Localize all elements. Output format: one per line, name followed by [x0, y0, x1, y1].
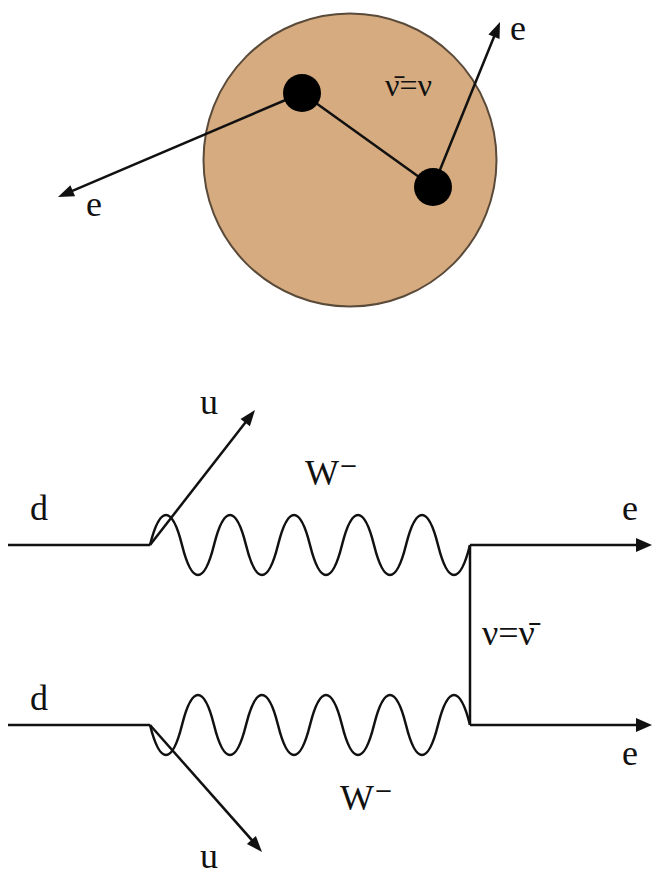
quark-line	[150, 725, 258, 847]
arrow-head	[58, 185, 75, 197]
boson-label: W⁻	[305, 455, 358, 491]
electron-line	[470, 724, 644, 727]
arrow-head	[488, 22, 500, 39]
arrow-head	[636, 718, 652, 732]
electron-line	[433, 27, 498, 187]
electron-label: e	[510, 10, 526, 46]
nucleus-outline	[202, 12, 498, 308]
nucleus-circle: ν̄=ν	[202, 12, 498, 308]
quark-line	[8, 724, 150, 727]
quark-label: d	[30, 680, 48, 716]
neutrino-label: ν=ν̄	[482, 615, 535, 651]
nucleon-dot	[283, 74, 321, 112]
quark-label: u	[200, 838, 218, 874]
electron-label: e	[86, 186, 102, 222]
quark-label: u	[200, 384, 218, 420]
quark-line	[150, 414, 252, 545]
arrow-head	[247, 836, 262, 852]
arrow-head	[241, 410, 256, 426]
quark-line	[8, 544, 150, 547]
w-boson-wave	[150, 515, 470, 575]
boson-label: W⁻	[340, 780, 393, 816]
nucleon-dot	[414, 168, 452, 206]
electron-line	[65, 93, 302, 194]
arrow-head	[636, 538, 652, 552]
electron-label: e	[622, 490, 638, 526]
neutrino-line	[469, 545, 472, 725]
quark-label: d	[30, 490, 48, 526]
neutrino-line	[302, 93, 433, 187]
electron-label: e	[622, 735, 638, 771]
w-boson-wave	[150, 695, 470, 755]
electron-line	[470, 544, 644, 547]
nucleus-fill	[204, 14, 497, 307]
neutrino-label: ν̄=ν	[385, 68, 432, 103]
